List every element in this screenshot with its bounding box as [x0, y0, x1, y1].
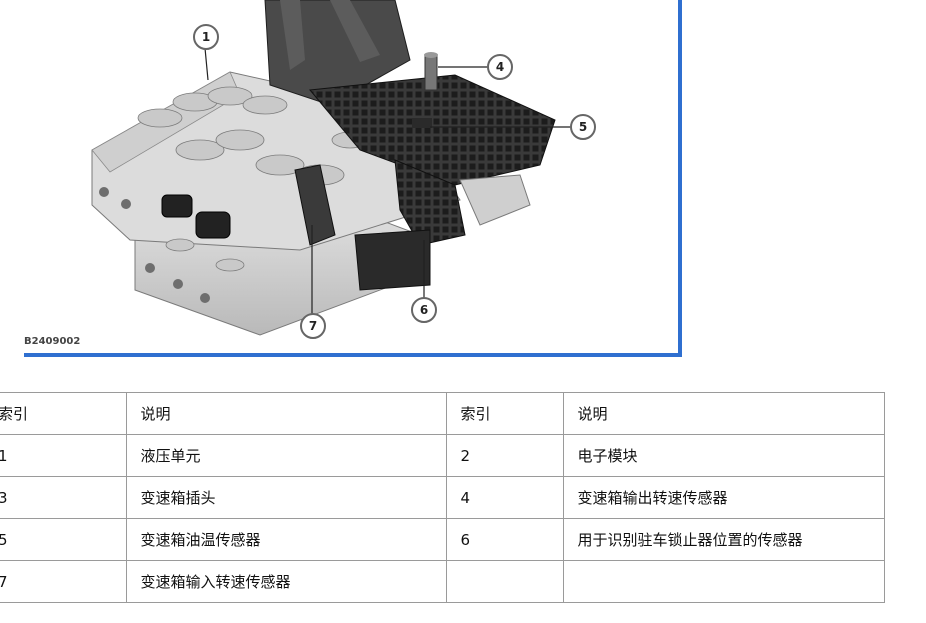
figure-id-label: B2409002 [24, 336, 81, 347]
figure-border-right [678, 0, 682, 357]
figure-panel: 1 4 5 6 7 B2409002 [0, 0, 682, 357]
index-cell: 1 [0, 434, 127, 477]
svg-text:5: 5 [579, 120, 587, 134]
index-cell: 7 [0, 560, 127, 603]
index-cell: 2 [445, 434, 564, 477]
description-cell: 变速箱油温传感器 [125, 518, 447, 561]
description-cell: 变速箱输出转速传感器 [562, 476, 885, 519]
callout-7: 7 [300, 313, 326, 339]
index-cell: 6 [445, 518, 564, 561]
svg-text:6: 6 [420, 303, 428, 317]
index-cell: 3 [0, 476, 127, 519]
description-cell [562, 560, 885, 603]
description-cell: 变速箱插头 [125, 476, 447, 519]
valve-body-illustration: 1 4 5 6 7 [91, 0, 596, 339]
transmission-plug [161, 194, 193, 218]
header-index-2: 索引 [445, 392, 564, 435]
parts-legend-table: 索引 说明 索引 说明 1 液压单元 2 电子模块 3 变速箱插头 4 变速箱输… [0, 392, 885, 603]
description-cell: 电子模块 [562, 434, 885, 477]
description-cell: 变速箱输入转速传感器 [125, 560, 447, 603]
svg-text:1: 1 [202, 30, 210, 44]
index-cell: 4 [445, 476, 564, 519]
description-cell: 用于识别驻车锁止器位置的传感器 [562, 518, 885, 561]
sensor-carrier-grid [309, 74, 556, 186]
figure-border-bottom [24, 353, 682, 357]
header-index-1: 索引 [0, 392, 127, 435]
description-cell: 液压单元 [125, 434, 447, 477]
callout-1: 1 [193, 24, 219, 50]
table-row: 7 变速箱输入转速传感器 [0, 560, 885, 603]
callout-4: 4 [487, 54, 513, 80]
header-description-2: 说明 [562, 392, 885, 435]
svg-text:7: 7 [309, 319, 317, 333]
svg-text:4: 4 [496, 60, 504, 74]
table-header-row: 索引 说明 索引 说明 [0, 392, 885, 435]
index-cell: 5 [0, 518, 127, 561]
index-cell [445, 560, 564, 603]
callout-5: 5 [570, 114, 596, 140]
header-description-1: 说明 [125, 392, 447, 435]
callout-6: 6 [411, 297, 437, 323]
table-row: 5 变速箱油温传感器 6 用于识别驻车锁止器位置的传感器 [0, 518, 885, 561]
table-row: 1 液压单元 2 电子模块 [0, 434, 885, 477]
table-row: 3 变速箱插头 4 变速箱输出转速传感器 [0, 476, 885, 519]
